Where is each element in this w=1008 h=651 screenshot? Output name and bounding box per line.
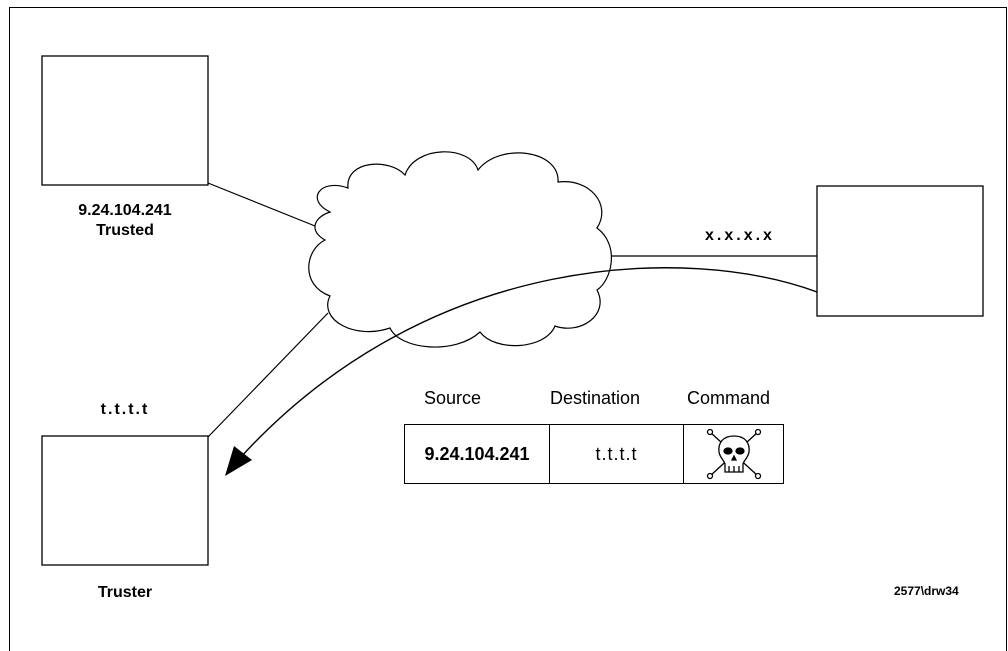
- diagram-frame: [9, 7, 1007, 651]
- spoofed-packet-path: [239, 267, 818, 459]
- packet-header-source: Source: [424, 388, 482, 408]
- arrowhead-icon: [225, 446, 252, 476]
- truster-host-box: [41, 435, 209, 566]
- packet-header-command: Command: [687, 388, 771, 408]
- trusted-host-box: [41, 55, 209, 186]
- trusted-role-label: Trusted: [96, 222, 154, 239]
- packet-header-destination: Destination: [550, 388, 641, 408]
- packet-command-cell: [684, 425, 783, 483]
- attacker-ip-label: x.x.x.x: [705, 227, 775, 244]
- truster-ip-label: t.t.t.t: [100, 401, 150, 418]
- truster-to-network-link: [207, 312, 329, 438]
- trusted-ip-label: 9.24.104.241: [78, 202, 172, 219]
- packet-table: 9.24.104.241 t.t.t.t: [404, 424, 784, 484]
- truster-role-label: Truster: [97, 584, 153, 601]
- skull-and-crossbones-icon: [706, 428, 761, 480]
- packet-source-cell: 9.24.104.241: [405, 425, 550, 483]
- figure-reference: 2577\drw34: [894, 584, 959, 598]
- trusted-to-network-link: [207, 182, 321, 229]
- attacker-host-box: [816, 185, 984, 317]
- network-cloud: [308, 151, 612, 348]
- packet-destination-cell: t.t.t.t: [550, 425, 684, 483]
